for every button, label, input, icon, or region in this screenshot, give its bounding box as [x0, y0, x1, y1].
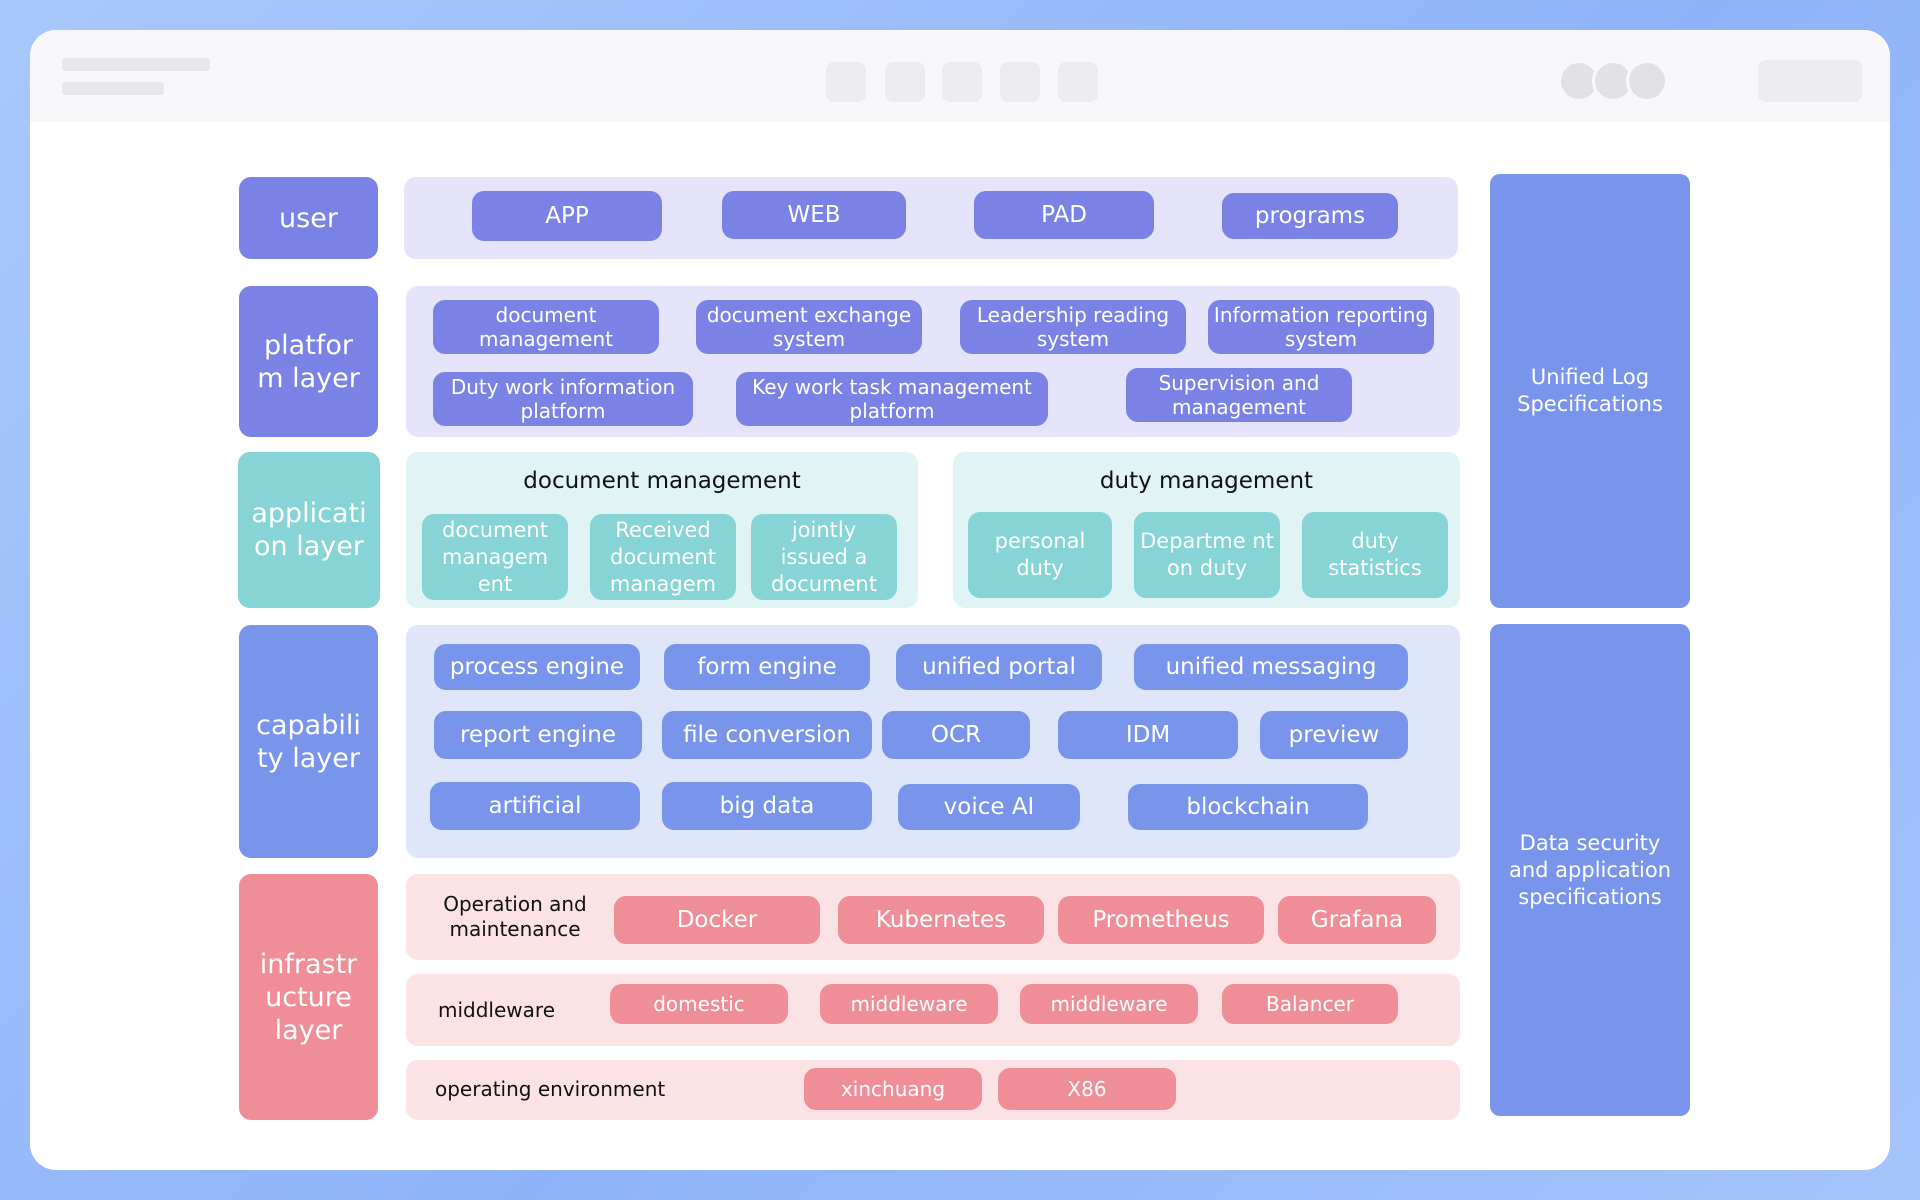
capability-item: big data: [662, 782, 872, 830]
environment-item: X86: [998, 1068, 1176, 1110]
layer-label-infrastructure: infrastr ucture layer: [239, 874, 378, 1120]
platform-item: Information reporting system: [1208, 300, 1434, 354]
environment-item: xinchuang: [804, 1068, 982, 1110]
middleware-item: Balancer: [1222, 984, 1398, 1024]
ops-item: Docker: [614, 896, 820, 944]
ops-label: Operation and maintenance: [443, 892, 587, 941]
data-security-specifications: Data security and application specificat…: [1490, 624, 1690, 1116]
toolbar-tab[interactable]: [885, 62, 925, 102]
capability-item: form engine: [664, 644, 870, 690]
capability-item: artificial: [430, 782, 640, 830]
environment-label: operating environment: [435, 1077, 666, 1101]
platform-item: Leadership reading system: [960, 300, 1186, 354]
capability-item: file conversion: [662, 711, 872, 759]
capability-item: IDM: [1058, 711, 1238, 759]
layer-label-capability: capabili ty layer: [239, 625, 378, 858]
app-window: user APP WEB PAD programs platfor m laye…: [30, 30, 1890, 1170]
unified-log-specifications: Unified Log Specifications: [1490, 174, 1690, 608]
document-item: document managem ent: [422, 514, 568, 600]
middleware-item: middleware: [820, 984, 998, 1024]
platform-item: Duty work information platform: [433, 372, 693, 426]
user-item-pad: PAD: [974, 191, 1154, 239]
platform-item: Supervision and management: [1126, 368, 1352, 422]
action-button[interactable]: [1758, 60, 1862, 102]
duty-management-title: duty management: [1099, 468, 1314, 494]
user-item-programs: programs: [1222, 193, 1398, 239]
toolbar-tab[interactable]: [1058, 62, 1098, 102]
capability-item: voice AI: [898, 784, 1080, 830]
middleware-label: middleware: [438, 998, 555, 1022]
document-item: jointly issued a document: [751, 514, 897, 600]
ops-item: Kubernetes: [838, 896, 1044, 944]
user-item-app: APP: [472, 191, 662, 241]
capability-item: OCR: [882, 711, 1030, 759]
title-placeholder: [62, 58, 210, 71]
subtitle-placeholder: [62, 82, 164, 95]
toolbar-tab[interactable]: [942, 62, 982, 102]
document-item: Received document managem: [590, 514, 736, 600]
platform-item: document management: [433, 300, 659, 354]
capability-item: report engine: [434, 711, 642, 759]
middleware-item: domestic: [610, 984, 788, 1024]
layer-label-platform: platfor m layer: [239, 286, 378, 437]
duty-item: Departme nt on duty: [1134, 512, 1280, 598]
capability-item: unified portal: [896, 644, 1102, 690]
platform-item: document exchange system: [696, 300, 922, 354]
toolbar-tab[interactable]: [826, 62, 866, 102]
capability-item: process engine: [434, 644, 640, 690]
ops-item: Grafana: [1278, 896, 1436, 944]
platform-item: Key work task management platform: [736, 372, 1048, 426]
ops-item: Prometheus: [1058, 896, 1264, 944]
capability-item: unified messaging: [1134, 644, 1408, 690]
avatar[interactable]: [1626, 60, 1668, 102]
document-management-title: document management: [523, 468, 801, 494]
capability-item: preview: [1260, 711, 1408, 759]
user-item-web: WEB: [722, 191, 906, 239]
capability-item: blockchain: [1128, 784, 1368, 830]
layer-label-user: user: [239, 177, 378, 259]
middleware-item: middleware: [1020, 984, 1198, 1024]
layer-label-application: applicati on layer: [238, 452, 380, 608]
title-bar: [30, 30, 1890, 122]
duty-item: personal duty: [968, 512, 1112, 598]
toolbar-tab[interactable]: [1000, 62, 1040, 102]
duty-item: duty statistics: [1302, 512, 1448, 598]
